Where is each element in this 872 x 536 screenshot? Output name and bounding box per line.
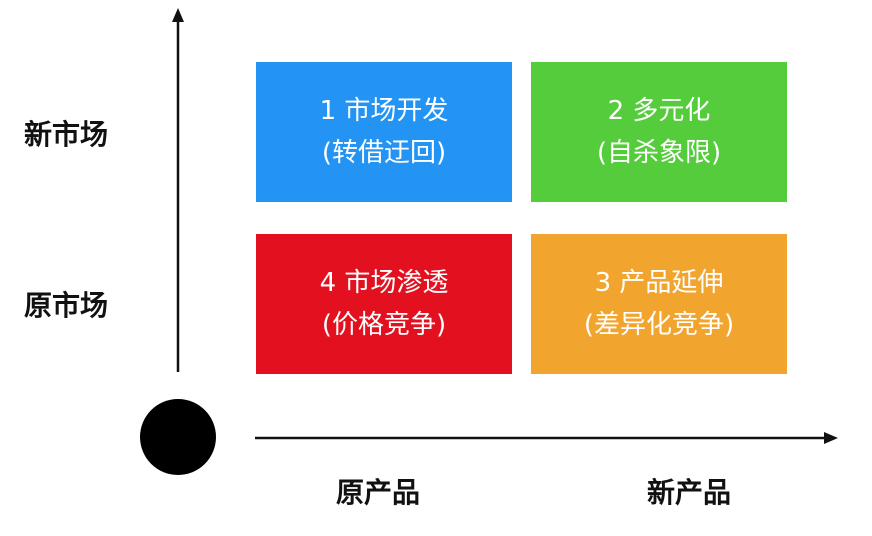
x-axis-arrowhead [824,432,838,444]
quadrant-title: 3 产品延伸 [594,268,724,298]
y-label-new-market: 新市场 [24,118,109,151]
quadrant-subtitle: (价格竞争) [321,310,447,340]
x-label-new-product: 新产品 [647,476,732,509]
quadrant-title: 1 市场开发 [319,96,449,126]
quadrant-title: 4 市场渗透 [319,268,449,298]
x-label-existing-product: 原产品 [336,476,421,509]
quadrant-diversification: 2 多元化 (自杀象限) [531,62,787,202]
quadrant-subtitle: (自杀象限) [596,138,722,168]
y-label-existing-market: 原市场 [24,289,109,322]
quadrant-market-penetration: 4 市场渗透 (价格竞争) [256,234,512,374]
quadrant-subtitle: (转借迂回) [321,138,447,168]
quadrant-subtitle: (差异化竞争) [583,310,735,340]
origin-dot [140,399,216,475]
y-axis-arrowhead [172,8,184,22]
quadrant-market-development: 1 市场开发 (转借迂回) [256,62,512,202]
quadrant-product-development: 3 产品延伸 (差异化竞争) [531,234,787,374]
quadrant-title: 2 多元化 [607,96,711,126]
